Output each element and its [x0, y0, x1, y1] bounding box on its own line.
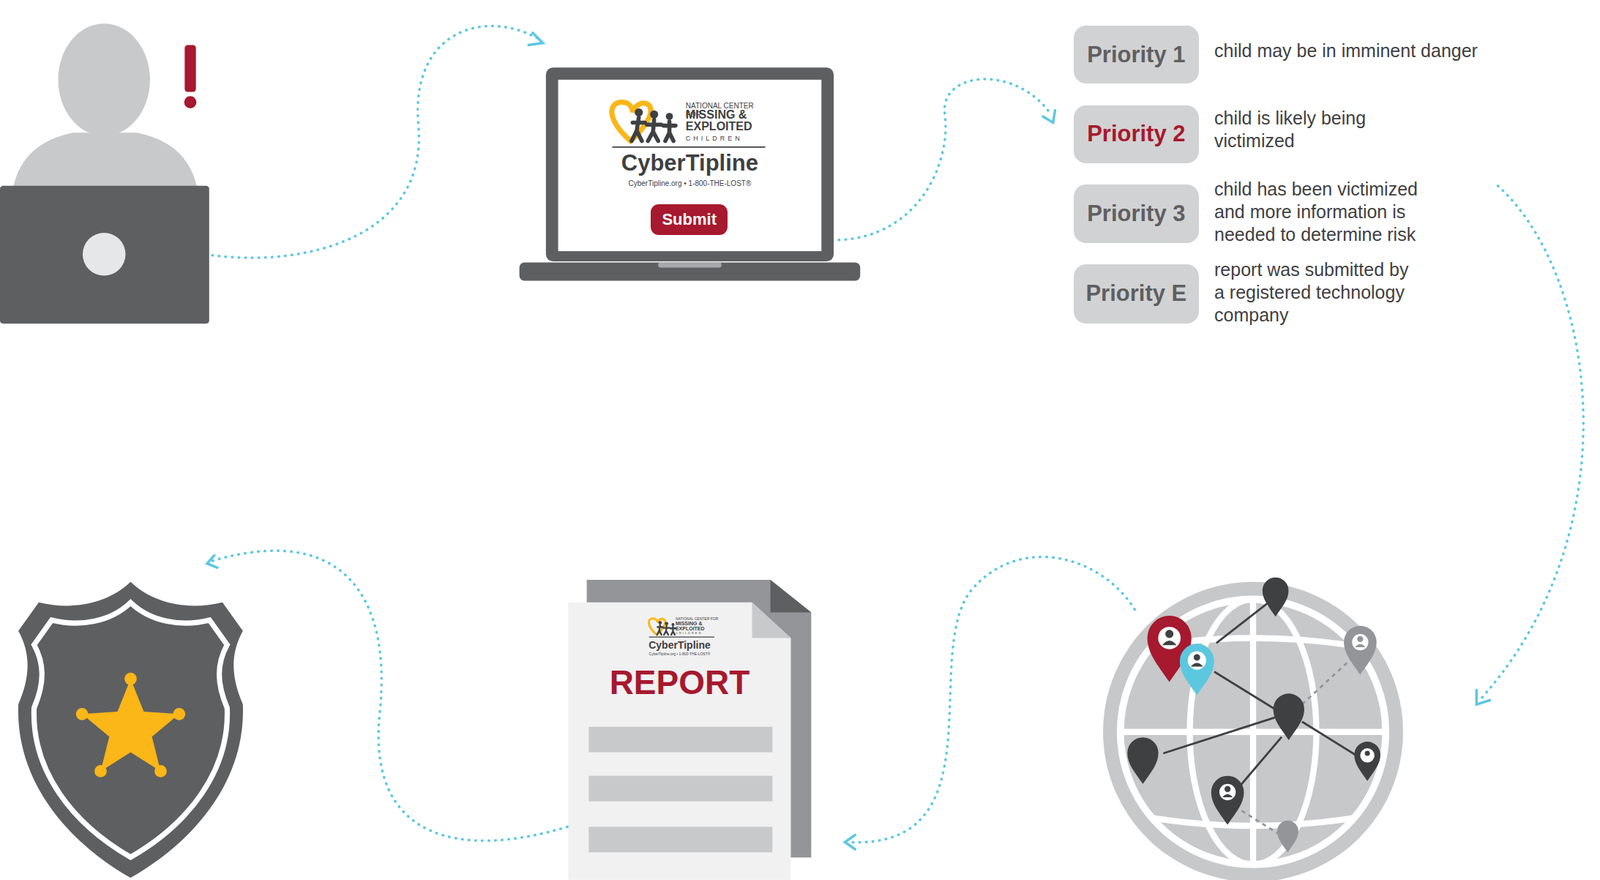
priority-description: report was submitted by a registered tec… [1214, 258, 1418, 327]
laptop-icon [519, 67, 861, 281]
contact-text: CyberTipline.org • 1-800-THE-LOST® [618, 652, 741, 657]
submit-button: Submit [650, 204, 728, 235]
brand-name: CyberTipline [571, 150, 809, 177]
priority-label: Priority 3 [1086, 201, 1185, 227]
person-icon [0, 23, 210, 324]
report-title: REPORT [571, 663, 789, 702]
laptop-screen: NATIONAL CENTER FORMISSING & EXPLOITEDCH… [558, 79, 822, 252]
priority-label: Priority 2 [1086, 121, 1185, 147]
brand-name: CyberTipline [618, 638, 741, 651]
contact-text: CyberTipline.org • 1-800-THE-LOST® [571, 179, 809, 189]
logo-text: CHILDREN [675, 631, 721, 636]
priority-pill: Priority 1 [1073, 25, 1199, 84]
logo-text: CHILDREN [685, 134, 770, 142]
priority-pill: Priority 3 [1073, 184, 1199, 243]
globe-icon [1102, 577, 1409, 880]
priority-description: child is likely being victimized [1214, 106, 1405, 153]
button-label: Submit [661, 210, 717, 229]
logo-text: MISSING & EXPLOITED [685, 109, 770, 133]
priority-label: Priority E [1085, 281, 1187, 306]
priority-description: child has been victimized and more infor… [1214, 177, 1434, 246]
report-sheet: NATIONAL CENTER FORMISSING & EXPLOITEDCH… [568, 602, 792, 880]
priority-label: Priority 1 [1086, 42, 1185, 68]
priority-pill: Priority 2 [1073, 105, 1199, 164]
badge-icon [18, 581, 244, 878]
flow-arrows [207, 26, 1584, 850]
priority-pill: Priority E [1073, 264, 1199, 324]
priority-description: child may be in imminent danger [1214, 39, 1537, 63]
logo-text: MISSING & EXPLOITED [675, 620, 717, 631]
report-icon [568, 579, 812, 880]
